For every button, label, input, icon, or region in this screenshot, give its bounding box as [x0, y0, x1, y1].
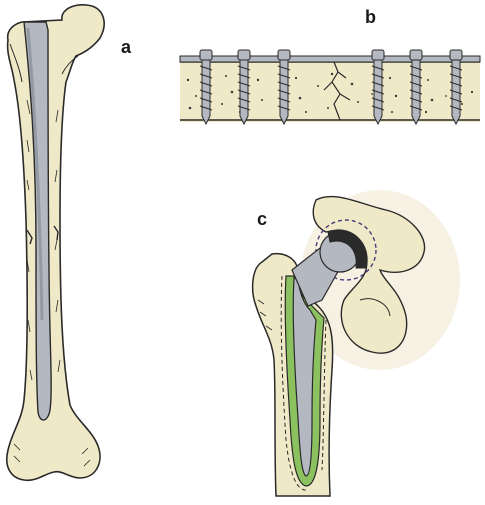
panel-a-femur [6, 4, 105, 482]
fracture-line-b [323, 61, 351, 121]
obturator-line [359, 298, 391, 317]
screw-6 [449, 49, 463, 126]
trochanter-shading [9, 43, 79, 83]
screws [199, 49, 463, 126]
femoral-stem [292, 277, 317, 477]
intramedullary-nail [23, 21, 52, 421]
panel-label-b: b [365, 7, 376, 27]
bone-plate [179, 55, 481, 63]
screw-2 [237, 49, 251, 126]
acetabular-cup [327, 229, 367, 269]
cement-boundary-dashed [280, 275, 309, 491]
screw-4 [371, 49, 385, 126]
native-femoral-head-outline [315, 219, 377, 281]
nail-highlight [26, 27, 44, 321]
panel-label-c: c [257, 209, 268, 229]
panel-c-hip-prosthesis [251, 190, 460, 497]
bone-segment [180, 62, 480, 122]
screw-5 [409, 49, 423, 126]
shaft-hatching [13, 99, 91, 467]
screw-1 [199, 49, 213, 126]
trochanter-hatching [257, 299, 273, 331]
femur-bone [6, 4, 105, 482]
panel-b-plate-fixation [179, 49, 481, 126]
screw-3 [277, 49, 291, 126]
cement-boundary-dashed-right [321, 319, 327, 471]
fracture-line-a [26, 225, 59, 245]
panel-label-a: a [121, 37, 132, 57]
